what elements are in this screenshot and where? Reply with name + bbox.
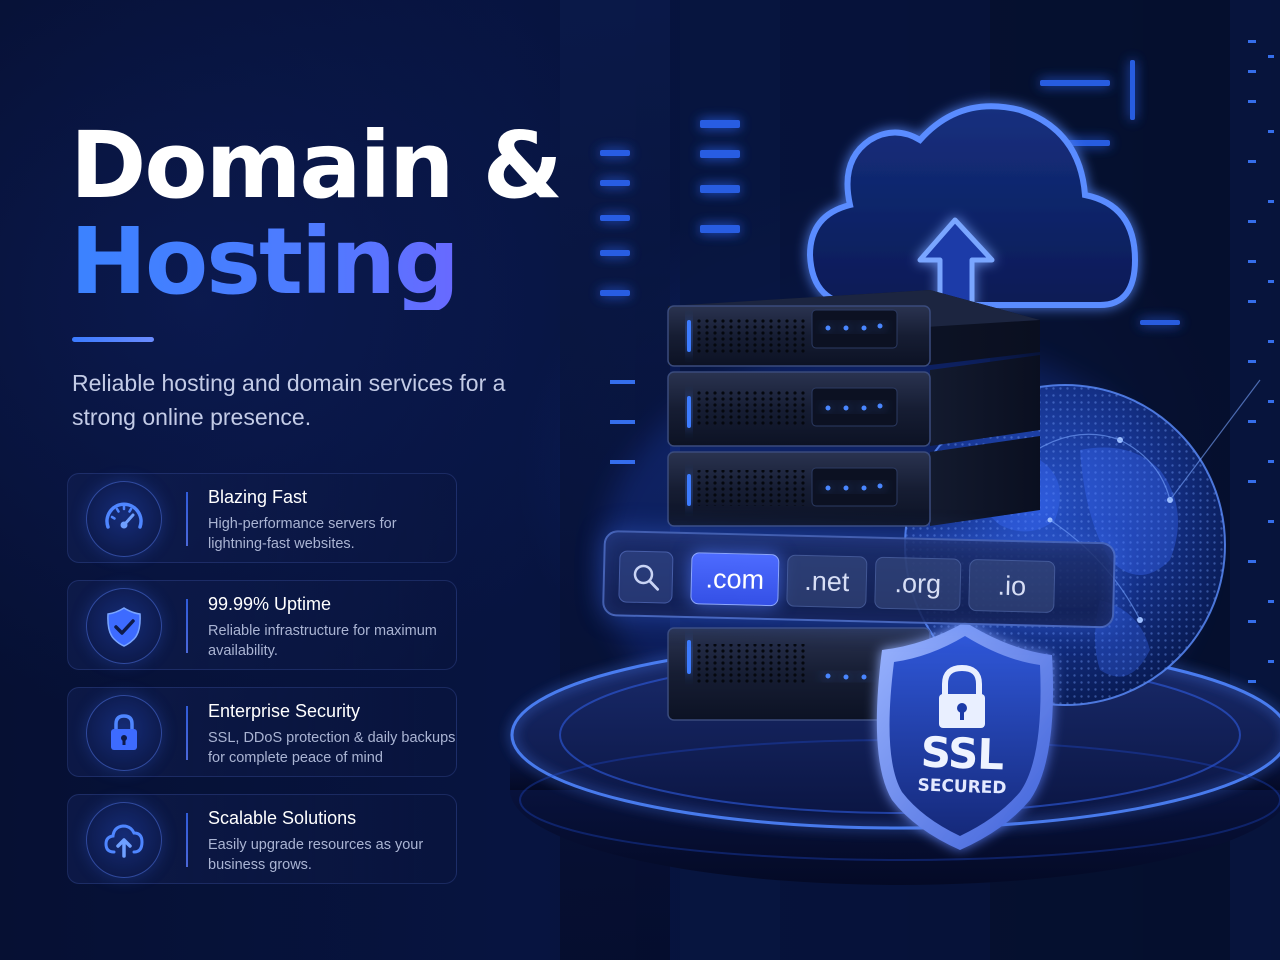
shield-check-icon bbox=[86, 588, 162, 664]
feature-card-security: Enterprise Security SSL, DDoS protection… bbox=[67, 687, 457, 777]
search-icon bbox=[633, 564, 660, 591]
feature-description: Reliable infrastructure for maximum avai… bbox=[208, 623, 437, 659]
tld-io-button[interactable]: .io bbox=[968, 558, 1056, 614]
feature-divider bbox=[186, 492, 188, 546]
feature-card-scalable: Scalable Solutions Easily upgrade resour… bbox=[67, 794, 457, 884]
feature-description: High-performance servers for lightning-f… bbox=[208, 516, 397, 552]
tld-com-button[interactable]: .com bbox=[690, 552, 780, 607]
tld-net-button[interactable]: .net bbox=[786, 554, 868, 609]
page-title: Domain & Hosting bbox=[70, 112, 563, 310]
feature-title: Blazing Fast bbox=[208, 487, 308, 507]
feature-title: 99.99% Uptime bbox=[208, 594, 332, 614]
feature-card-uptime: 99.99% Uptime Reliable infrastructure fo… bbox=[67, 580, 457, 670]
padlock-icon bbox=[86, 695, 162, 771]
title-line-hosting: Hosting bbox=[70, 214, 561, 310]
ssl-badge-sublabel: SECURED bbox=[917, 775, 1007, 799]
feature-title: Enterprise Security bbox=[208, 701, 361, 721]
feature-card-blazing-fast: Blazing Fast High-performance servers fo… bbox=[67, 473, 457, 563]
feature-divider bbox=[186, 813, 188, 867]
speedometer-icon bbox=[86, 481, 162, 557]
tld-org-button[interactable]: .org bbox=[874, 556, 962, 611]
feature-description: Easily upgrade resources as your busines… bbox=[208, 837, 424, 873]
search-button[interactable] bbox=[618, 550, 674, 604]
title-underline bbox=[72, 337, 154, 342]
feature-description: SSL, DDoS protection & daily backups for… bbox=[208, 730, 456, 766]
title-line-domain: Domain & bbox=[70, 112, 563, 219]
feature-list: Blazing Fast High-performance servers fo… bbox=[67, 473, 459, 901]
domain-search-bar: .com .net .org .io bbox=[601, 530, 1116, 629]
cloud-upload-icon bbox=[86, 802, 162, 878]
feature-divider bbox=[186, 706, 188, 760]
ssl-badge-label: SSL bbox=[919, 727, 1005, 780]
hero-subtitle: Reliable hosting and domain services for… bbox=[72, 370, 506, 430]
feature-title: Scalable Solutions bbox=[208, 808, 357, 828]
feature-divider bbox=[186, 599, 188, 653]
